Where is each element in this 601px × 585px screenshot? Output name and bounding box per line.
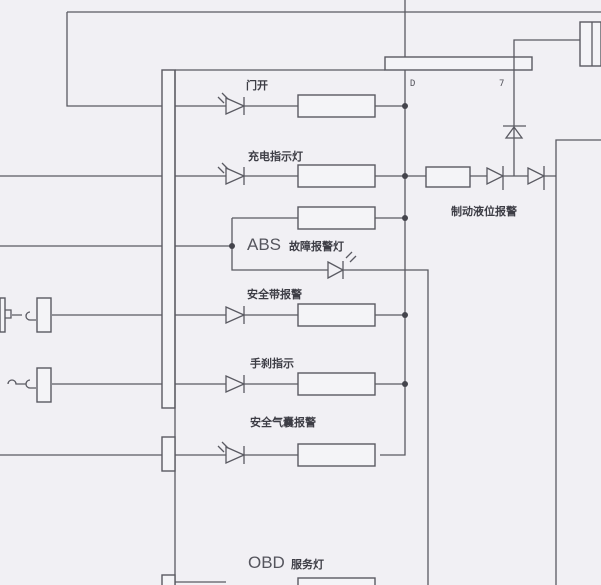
handbrake-switch-connector [36, 367, 52, 403]
resistor [297, 443, 376, 467]
led-icon [225, 374, 246, 394]
left-connector-bar [161, 69, 176, 409]
led-icon [225, 305, 246, 325]
label-obd-service: 服务灯 [291, 557, 324, 571]
left-connector-bottom [161, 574, 176, 585]
resistor [297, 94, 376, 118]
label-obd-prefix: OBD [248, 553, 285, 572]
label-abs-fault: 故障报警灯 [289, 239, 344, 253]
led-icon [225, 96, 246, 116]
resistor [425, 166, 471, 188]
branch-obd [175, 577, 376, 585]
label-airbag-warning: 安全气囊报警 [250, 415, 316, 429]
top-right-connector [579, 21, 601, 67]
resistor [297, 164, 376, 188]
label-abs-prefix: ABS [247, 235, 281, 254]
label-handbrake-indicator: 手刹指示 [250, 356, 294, 370]
branch-seatbelt [175, 303, 408, 327]
resistor [297, 206, 376, 230]
left-input-wires [0, 175, 162, 456]
diode-icon [527, 166, 546, 190]
label-door-open: 门开 [246, 78, 268, 92]
branch-charge [175, 162, 426, 188]
led-icon [327, 260, 345, 280]
branch-airbag [175, 441, 376, 467]
top-connector [384, 56, 533, 71]
seatbelt-switch-connector [36, 297, 52, 333]
pin-label-7: 7 [499, 79, 504, 89]
pin-label-d: D [410, 79, 415, 89]
diode-icon [503, 70, 526, 176]
branch-handbrake [175, 372, 408, 396]
led-icon [225, 166, 246, 186]
label-seatbelt-warning: 安全带报警 [247, 287, 302, 301]
label-brake-fluid-warning: 制动液位报警 [451, 204, 517, 218]
branch-abs [175, 206, 429, 585]
label-charge-indicator: 充电指示灯 [248, 149, 303, 163]
left-connector-small [161, 436, 176, 472]
top-frame-wires [66, 0, 601, 456]
resistor [297, 303, 376, 327]
resistor [297, 372, 376, 396]
led-icon [486, 166, 505, 190]
led-icon [225, 445, 246, 465]
branch-door-open [175, 92, 408, 118]
brake-fluid-circuit [425, 70, 601, 585]
